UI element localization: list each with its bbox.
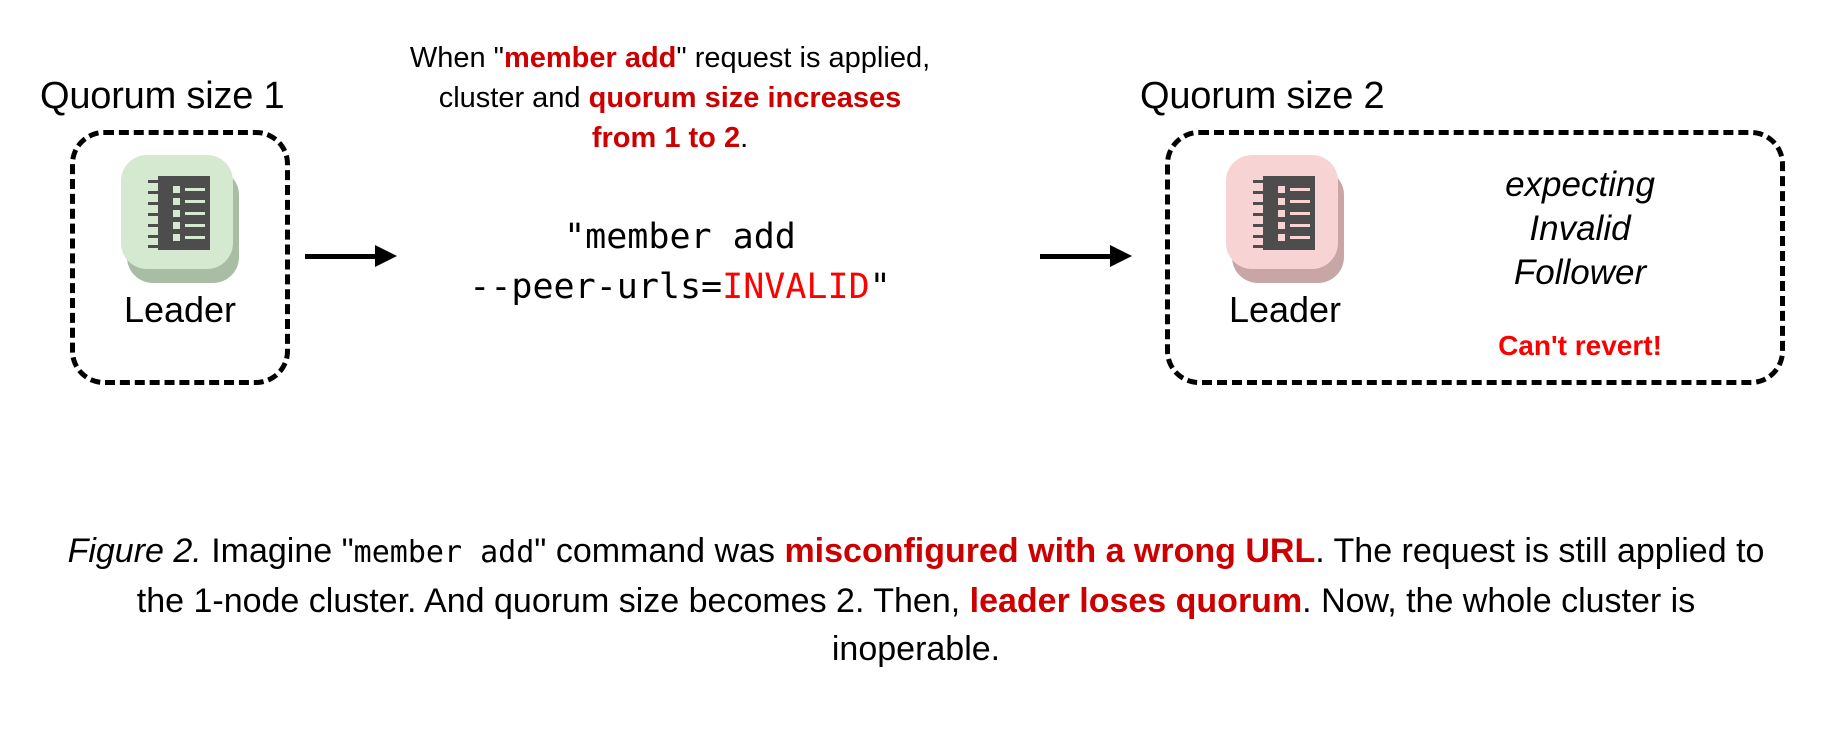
ledger-tab	[1253, 202, 1267, 205]
member-add-command: "member add --peer-urls=INVALID"	[400, 212, 960, 312]
top-explanation-note: When "member add" request is applied, cl…	[370, 38, 970, 158]
top-note-line1-highlight: member add	[503, 42, 677, 74]
ledger-line	[1290, 188, 1310, 191]
ledger-glyph	[148, 176, 210, 250]
ledger-tab	[148, 235, 162, 238]
ledger-tab	[1253, 245, 1267, 248]
expecting-invalid-follower-note: expecting Invalid Follower	[1430, 163, 1730, 295]
top-note-line3-post: .	[740, 122, 749, 154]
arrow-command-to-right-cluster-icon	[1040, 245, 1132, 267]
ledger-tab	[148, 180, 162, 183]
caption-seg-3: . The request is still applied to the 1-…	[136, 532, 1765, 620]
ledger-tab	[148, 191, 162, 194]
ledger-tab	[148, 213, 162, 216]
caption-seg-1: Imagine "	[201, 532, 354, 570]
command-line-1: "member add	[564, 217, 796, 257]
ledger-tab	[148, 224, 162, 227]
ledger-line	[1290, 224, 1310, 227]
ledger-line	[1290, 200, 1310, 203]
ledger-bullet	[1278, 234, 1285, 241]
command-invalid-value: INVALID	[722, 267, 870, 307]
arrow-head	[1110, 245, 1132, 267]
ledger-line	[1290, 236, 1310, 239]
ledger-bullet	[173, 186, 180, 193]
ledger-glyph	[1253, 176, 1315, 250]
ledger-bullet	[173, 210, 180, 217]
ledger-line	[1290, 212, 1310, 215]
ledger-tab	[148, 245, 162, 248]
ledger-bullet	[173, 198, 180, 205]
top-note-line3-highlight: from 1 to 2	[591, 122, 741, 154]
follower-note-line-1: expecting	[1505, 165, 1655, 204]
ledger-line	[185, 224, 205, 227]
ledger-bullet	[1278, 210, 1285, 217]
ledger-tab	[1253, 180, 1267, 183]
arrow-shaft	[1040, 254, 1112, 259]
ledger-node-icon	[1226, 155, 1344, 283]
ledger-line	[185, 212, 205, 215]
ledger-tab	[1253, 224, 1267, 227]
top-note-line2-highlight: quorum size increases	[588, 82, 902, 114]
ledger-line	[185, 236, 205, 239]
ledger-bullet	[1278, 198, 1285, 205]
caption-seg-2: " command was	[534, 532, 785, 570]
arrow-head	[375, 245, 397, 267]
left-leader-node: Leader	[95, 155, 265, 331]
ledger-bullet	[1278, 222, 1285, 229]
ledger-bullet	[173, 222, 180, 229]
follower-note-line-3: Follower	[1513, 253, 1647, 292]
ledger-tab	[1253, 191, 1267, 194]
left-cluster-box	[70, 130, 290, 385]
ledger-tab	[1253, 235, 1267, 238]
figure-caption: Figure 2. Imagine "member add" command w…	[66, 527, 1766, 673]
caption-highlight-2: leader loses quorum	[969, 582, 1303, 620]
left-node-label: Leader	[123, 289, 237, 330]
right-node-label: Leader	[1228, 289, 1342, 330]
top-note-line2-pre: cluster and	[438, 82, 589, 114]
right-leader-node: Leader	[1200, 155, 1370, 331]
arrow-shaft	[305, 254, 377, 259]
ledger-line	[185, 200, 205, 203]
arrow-left-to-command-icon	[305, 245, 397, 267]
left-cluster-title: Quorum size 1	[40, 75, 285, 117]
command-line-2-pre: --peer-urls=	[469, 267, 723, 307]
ledger-bullet	[173, 234, 180, 241]
right-cluster-box	[1165, 130, 1785, 385]
top-note-line1-post: " request is applied,	[676, 42, 931, 74]
ledger-bullet	[1278, 186, 1285, 193]
caption-mono-command: member add	[353, 535, 535, 570]
right-cluster-title: Quorum size 2	[1140, 75, 1385, 117]
ledger-tab	[148, 202, 162, 205]
cant-revert-warning: Can't revert!	[1498, 330, 1662, 361]
ledger-tab	[1253, 213, 1267, 216]
follower-note-line-2: Invalid	[1529, 209, 1631, 248]
command-line-2-post: "	[869, 267, 891, 307]
ledger-line	[185, 188, 205, 191]
caption-seg-4: . Now, the whole cluster is inoperable.	[831, 582, 1696, 668]
top-note-line1-pre: When "	[409, 42, 504, 74]
caption-highlight-1: misconfigured with a wrong URL	[784, 532, 1316, 570]
caption-figure-label: Figure 2.	[67, 532, 202, 570]
ledger-node-icon	[121, 155, 239, 283]
